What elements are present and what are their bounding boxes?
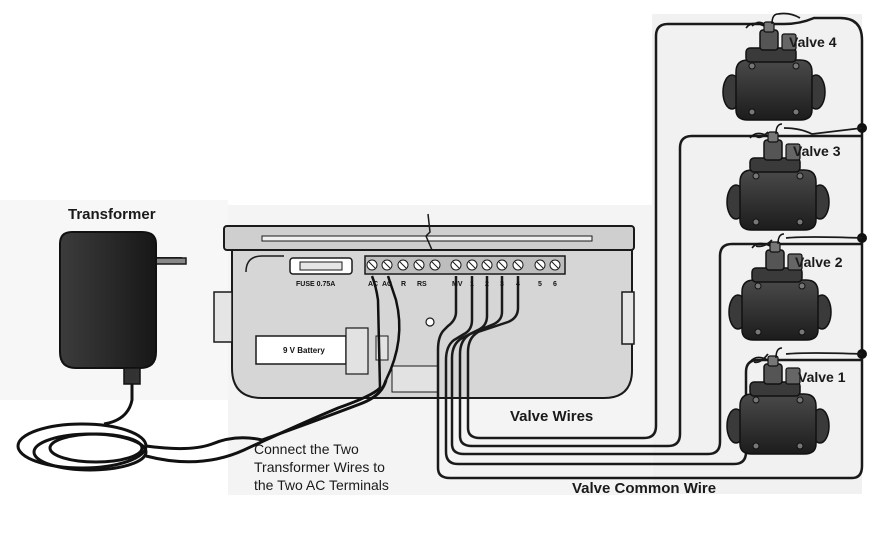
instruction-line-3: the Two AC Terminals (254, 477, 389, 493)
terminal-2-label: 2 (485, 281, 489, 288)
terminal-mv-label: MV (452, 281, 463, 288)
terminal-ac-2-label: AC (382, 281, 393, 288)
controller-side-tab (213, 291, 233, 343)
valve-common-wire (436, 40, 864, 480)
instruction-line-1: Connect the Two (254, 441, 359, 457)
instruction-text: Connect the Two Transformer Wires to the… (254, 440, 389, 494)
terminal-r-label: R (401, 281, 407, 288)
terminal-strip (364, 255, 566, 275)
transformer-body (59, 231, 157, 369)
battery (255, 335, 347, 365)
terminal-5-label: 5 (538, 281, 542, 288)
valve-2-label: Valve 2 (795, 254, 843, 270)
terminal-1-label: 1 (470, 281, 474, 288)
terminal-ac-1-label: AC (368, 281, 379, 288)
terminal-rs-label: RS (417, 281, 427, 288)
valve-3-label: Valve 3 (793, 143, 841, 159)
transformer-label: Transformer (68, 206, 156, 223)
valve-1-label: Valve 1 (798, 369, 846, 385)
ac-leads (370, 275, 401, 389)
valve-4-label: Valve 4 (789, 34, 837, 50)
terminal-4-label: 4 (516, 281, 520, 288)
fuse-label: FUSE 0.75A (296, 281, 336, 288)
terminal-6-label: 6 (553, 281, 557, 288)
mount-hole (425, 317, 435, 327)
instruction-line-2: Transformer Wires to (254, 459, 385, 475)
valve-common-wire-label: Valve Common Wire (572, 480, 717, 497)
battery-label: 9 V Battery (283, 346, 325, 355)
valve-leads (751, 12, 863, 364)
valve-wires-label: Valve Wires (510, 408, 594, 425)
terminal-3-label: 3 (500, 281, 504, 288)
transformer (59, 231, 187, 426)
valve-wires (444, 16, 864, 466)
controller (213, 213, 635, 399)
transformer-cord (16, 379, 388, 472)
